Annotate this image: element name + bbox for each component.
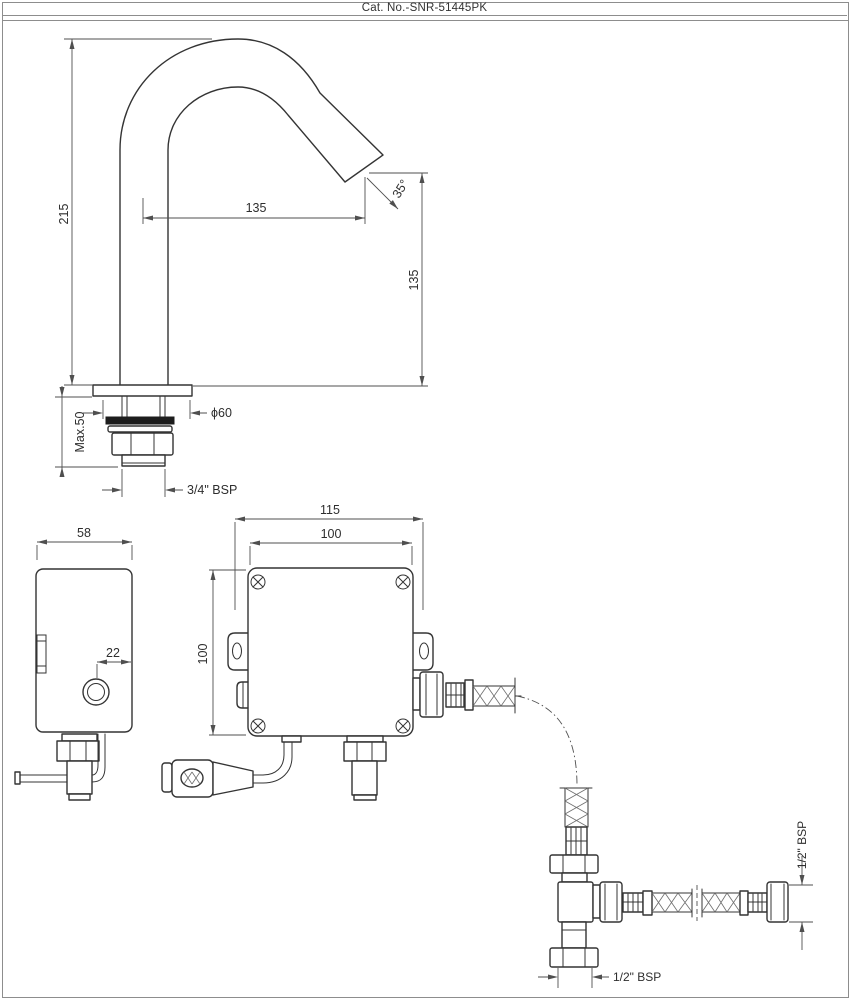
- control-box-side-body: [35, 568, 133, 733]
- washer: [107, 425, 173, 433]
- dim-spray-angle: 35°: [366, 177, 412, 210]
- dim-shank-thread: 3/4" BSP: [102, 469, 237, 497]
- spout-tube: [119, 38, 384, 391]
- screw-icon: [250, 718, 266, 734]
- flange-diameter-label: ϕ60: [211, 406, 232, 420]
- dim-mount-width-115: 115: [234, 503, 424, 610]
- dim-body-height-label: 100: [196, 644, 210, 665]
- corner-screws: [250, 574, 411, 734]
- solenoid-valve-front: [343, 735, 387, 801]
- screw-icon: [395, 574, 411, 590]
- dim-depth-58: 58: [36, 526, 133, 560]
- dim-max-deck: Max.50: [55, 386, 118, 477]
- faucet-spout-view: 215 135 35° 135: [55, 38, 428, 497]
- inlet-hose-fitting: [412, 671, 522, 718]
- hose-routing-centerline: [516, 695, 578, 787]
- dim-reach-label: 135: [246, 201, 267, 215]
- sensor-plug: [161, 741, 293, 798]
- screw-icon: [250, 574, 266, 590]
- power-cable: [14, 733, 106, 785]
- threaded-shank: [121, 454, 166, 467]
- spout-shank-tube: [121, 395, 166, 418]
- vertical-braided-hose: [559, 787, 593, 856]
- dim-sensor-offset-label: 22: [106, 646, 120, 660]
- dim-sensor-offset-22: 22: [96, 646, 131, 678]
- tee-body: [549, 854, 599, 968]
- dim-tee-bottom-thread: 1/2" BSP: [538, 968, 661, 988]
- inlet-port: [82, 678, 110, 706]
- mounting-ear-right: [412, 632, 434, 671]
- dim-flange-diameter: ϕ60: [83, 400, 232, 420]
- cable-entry-port: [281, 735, 302, 743]
- mounting-nut: [111, 432, 174, 456]
- dim-outlet-height-135: 135: [193, 172, 428, 387]
- mounting-ear-left: [227, 632, 249, 671]
- gasket: [105, 416, 175, 425]
- mounting-ear-edge: [36, 634, 47, 674]
- dim-body-height-100: 100: [196, 569, 246, 736]
- spray-angle-label: 35°: [390, 177, 412, 200]
- plug-emblem-icon: [180, 768, 204, 788]
- max-deck-label: Max.50: [73, 411, 87, 452]
- dim-branch-thread: 1/2" BSP: [789, 821, 813, 950]
- dim-body-width-label: 100: [321, 527, 342, 541]
- tee-bottom-thread-label: 1/2" BSP: [613, 970, 661, 984]
- control-box-front-body: [247, 567, 414, 737]
- tee-connector-assembly: 1/2" BSP 1/2" BSP: [516, 695, 813, 988]
- catalog-number: Cat. No.-SNR-51445PK: [361, 2, 488, 14]
- branch-hose: [592, 881, 789, 923]
- dim-depth-label: 58: [77, 526, 91, 540]
- braided-hose: [472, 677, 522, 714]
- title-divider: [2, 20, 849, 21]
- dim-height-215: 215: [57, 38, 212, 386]
- spout-flange: [92, 384, 193, 397]
- branch-thread-label: 1/2" BSP: [795, 821, 809, 869]
- dim-mount-width-label: 115: [320, 503, 340, 517]
- screw-icon: [395, 718, 411, 734]
- shank-thread-label: 3/4" BSP: [187, 483, 237, 497]
- control-box-front-view: 115 100 100: [161, 503, 522, 801]
- control-box-side-view: 58 22: [14, 526, 133, 801]
- solenoid-valve-side: [56, 733, 100, 801]
- dim-reach-135: 135: [142, 177, 366, 224]
- dim-outlet-height-label: 135: [407, 270, 421, 291]
- cable-gland: [236, 681, 249, 709]
- title-bar: Cat. No.-SNR-51445PK: [2, 2, 847, 16]
- dim-body-width-100: 100: [249, 527, 413, 565]
- dim-215-label: 215: [57, 204, 71, 225]
